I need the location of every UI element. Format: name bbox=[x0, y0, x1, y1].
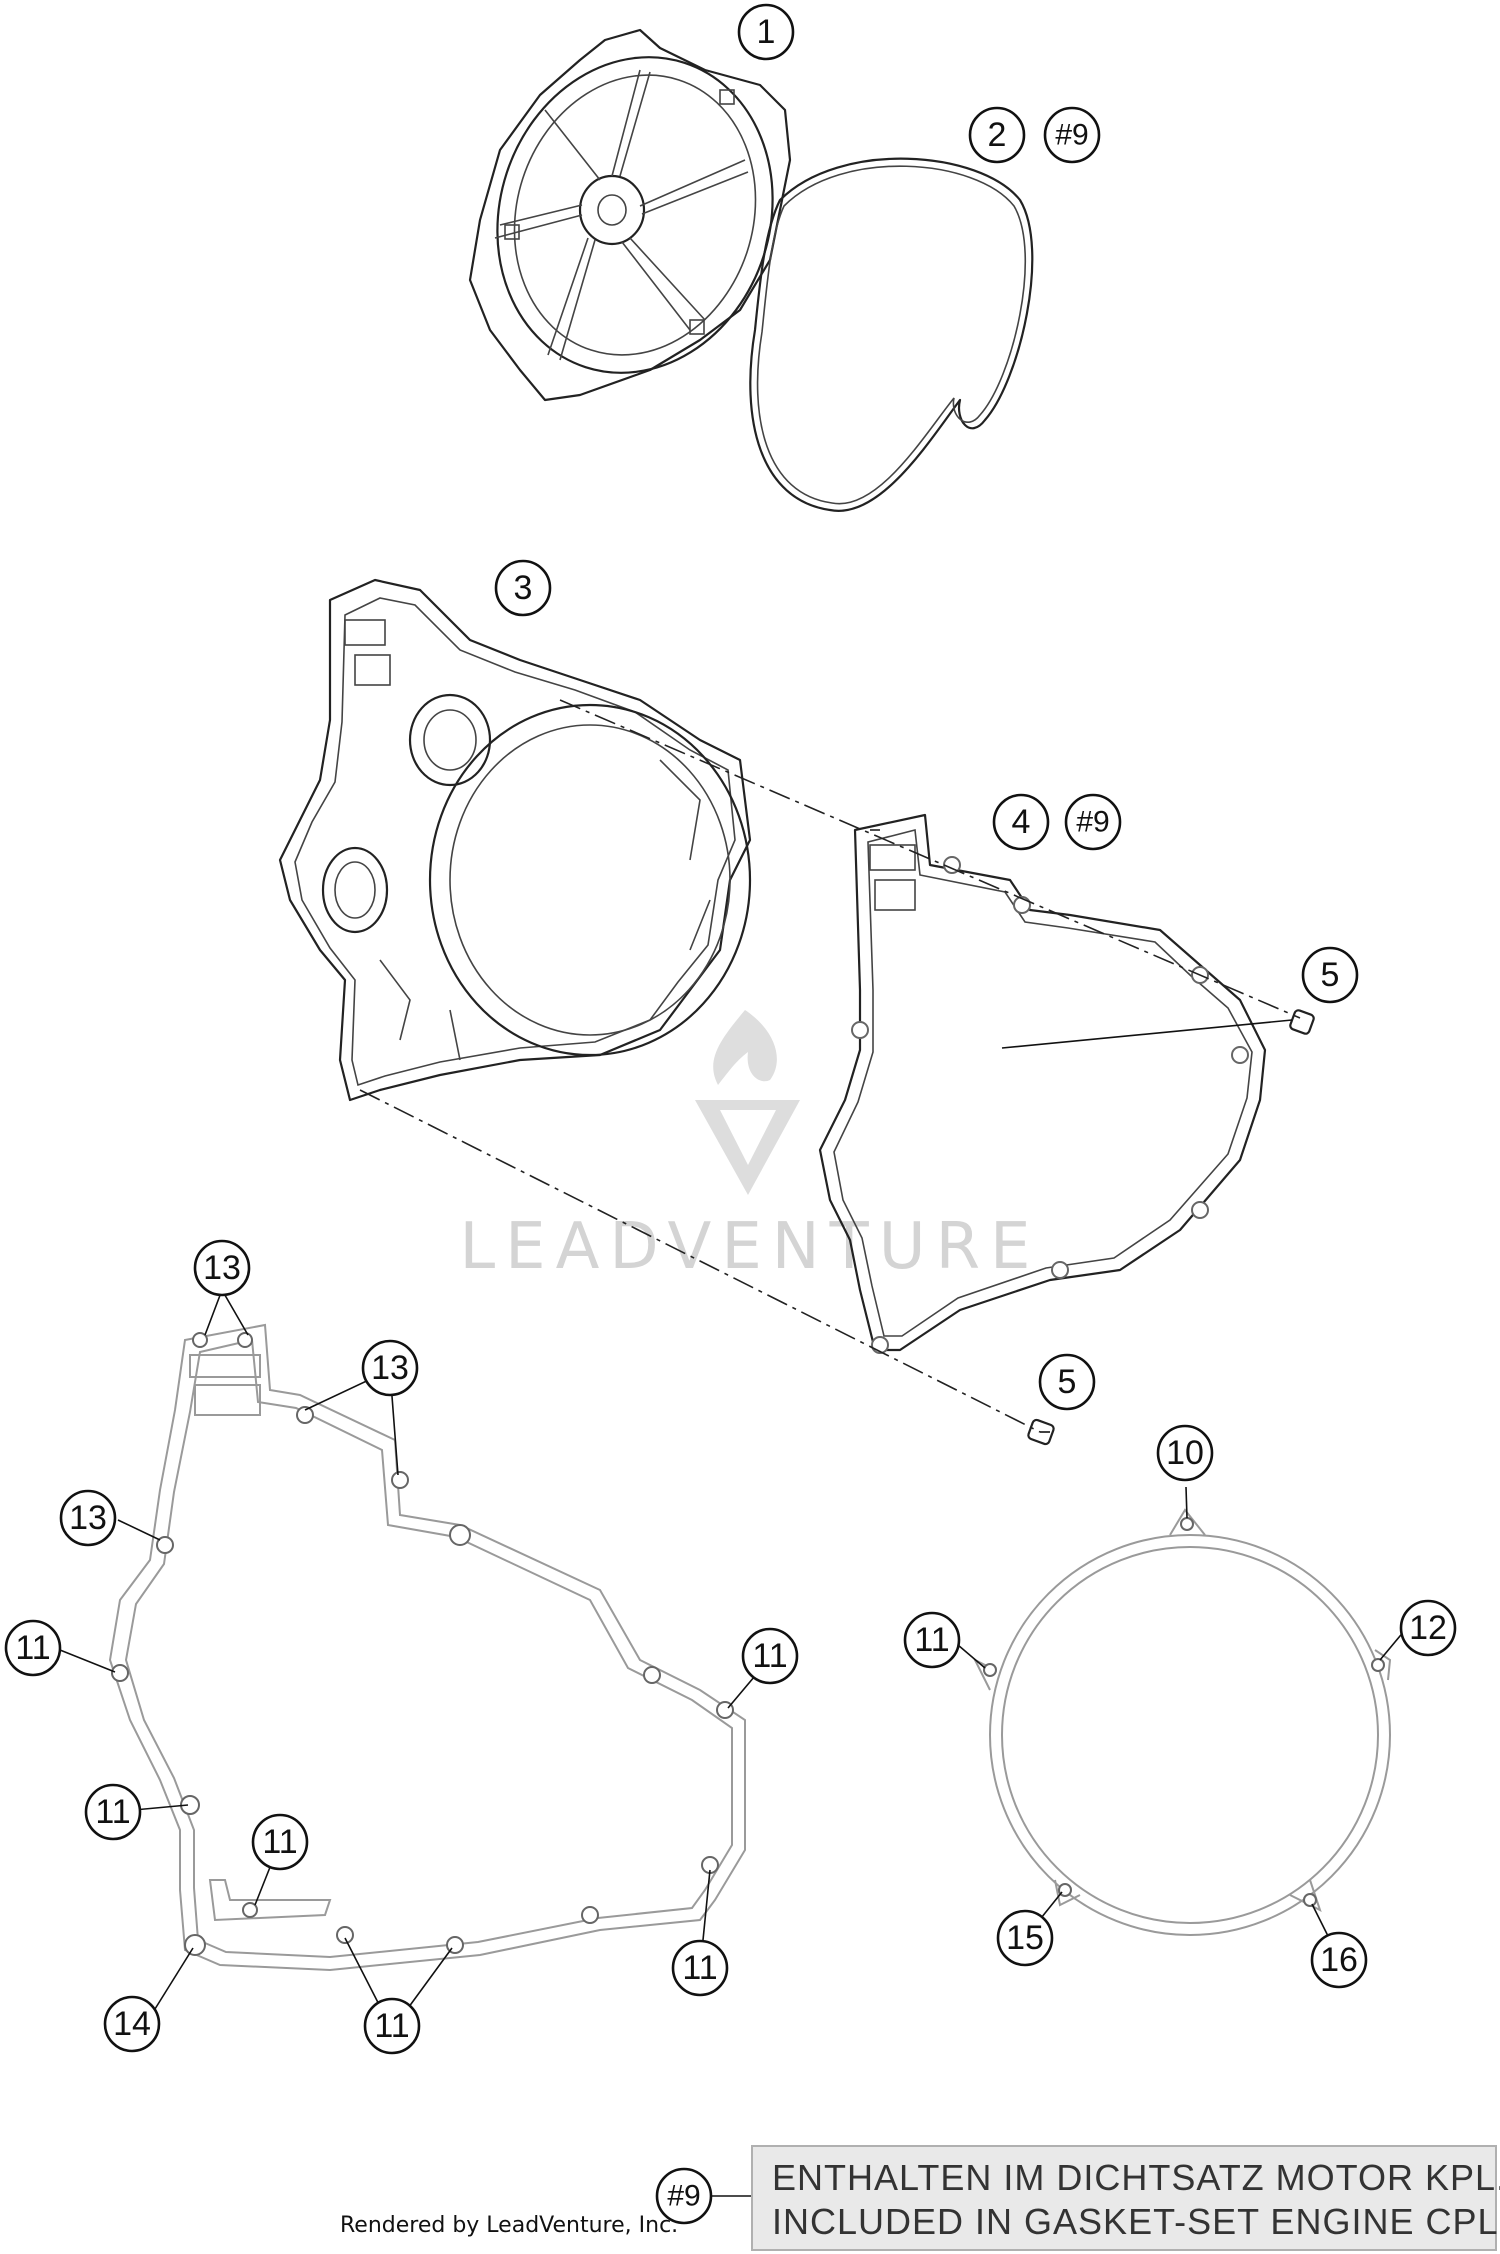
callout-11-b: 11 bbox=[741, 1627, 799, 1685]
callout-11-e: 11 bbox=[671, 1939, 729, 1997]
callout-13-c: 13 bbox=[59, 1489, 117, 1547]
callout-5-b: 5 bbox=[1038, 1353, 1096, 1411]
svg-text:#9: #9 bbox=[1055, 119, 1088, 152]
svg-text:13: 13 bbox=[203, 1249, 241, 1287]
rendered-by-credit: Rendered by LeadVenture, Inc. bbox=[340, 2213, 678, 2238]
callout-kit-9-a: #9 bbox=[1043, 106, 1101, 164]
part-housing-cover bbox=[278, 578, 752, 1102]
callout-kit-9-note: #9 bbox=[655, 2167, 713, 2225]
callout-10: 10 bbox=[1156, 1424, 1214, 1482]
watermark-flame-icon bbox=[713, 1010, 777, 1085]
svg-text:13: 13 bbox=[371, 1349, 409, 1387]
svg-text:11: 11 bbox=[374, 2007, 409, 2045]
gasket-detail-right bbox=[972, 1508, 1392, 1936]
watermark-v-icon bbox=[695, 1100, 800, 1195]
note-line-english: INCLUDED IN GASKET-SET ENGINE CPL. bbox=[772, 2201, 1500, 2242]
svg-text:10: 10 bbox=[1166, 1434, 1204, 1472]
callout-1: 1 bbox=[737, 3, 795, 61]
part-o-ring bbox=[749, 157, 1034, 512]
callout-12: 12 bbox=[1399, 1599, 1457, 1657]
callout-14: 14 bbox=[103, 1995, 161, 2053]
svg-text:16: 16 bbox=[1320, 1941, 1358, 1979]
svg-text:15: 15 bbox=[1006, 1919, 1044, 1957]
svg-text:11: 11 bbox=[95, 1793, 130, 1831]
part-clutch-cover bbox=[468, 28, 792, 402]
svg-text:3: 3 bbox=[514, 569, 533, 607]
alignment-lines bbox=[359, 699, 1301, 1433]
callout-2: 2 bbox=[968, 106, 1026, 164]
svg-text:5: 5 bbox=[1321, 956, 1340, 994]
callout-16: 16 bbox=[1310, 1931, 1368, 1989]
svg-text:1: 1 bbox=[757, 13, 776, 51]
svg-text:11: 11 bbox=[15, 1629, 50, 1667]
note-line-german: ENTHALTEN IM DICHTSATZ MOTOR KPL. bbox=[772, 2157, 1500, 2198]
callout-11-g: 11 bbox=[903, 1611, 961, 1669]
callout-11-a: 11 bbox=[4, 1619, 62, 1677]
callout-5-a: 5 bbox=[1301, 946, 1359, 1004]
svg-text:#9: #9 bbox=[1076, 806, 1109, 839]
part-dowel-pins bbox=[1027, 1009, 1315, 1446]
svg-text:11: 11 bbox=[752, 1637, 787, 1675]
callout-kit-9-b: #9 bbox=[1064, 793, 1122, 851]
callout-13-a: 13 bbox=[193, 1239, 251, 1297]
svg-text:12: 12 bbox=[1409, 1609, 1447, 1647]
svg-text:11: 11 bbox=[914, 1621, 949, 1659]
svg-text:4: 4 bbox=[1012, 803, 1031, 841]
gasket-detail-left bbox=[108, 1323, 746, 1972]
gasket-set-note: ENTHALTEN IM DICHTSATZ MOTOR KPL. INCLUD… bbox=[751, 2145, 1500, 2251]
callout-11-d: 11 bbox=[251, 1813, 309, 1871]
callout-13-b: 13 bbox=[361, 1339, 419, 1397]
svg-text:11: 11 bbox=[262, 1823, 297, 1861]
callout-11-f: 11 bbox=[363, 1997, 421, 2055]
svg-text:5: 5 bbox=[1058, 1363, 1077, 1401]
svg-text:13: 13 bbox=[69, 1499, 107, 1537]
svg-text:14: 14 bbox=[113, 2005, 151, 2043]
leader-lines bbox=[59, 1019, 1406, 2197]
callout-4: 4 bbox=[992, 793, 1050, 851]
callout-11-c: 11 bbox=[84, 1783, 142, 1841]
callout-15: 15 bbox=[996, 1909, 1054, 1967]
leadventure-watermark: LEADVENTURE bbox=[460, 1010, 1041, 1284]
svg-text:11: 11 bbox=[682, 1949, 717, 1987]
watermark-text: LEADVENTURE bbox=[460, 1210, 1041, 1284]
svg-text:2: 2 bbox=[988, 116, 1007, 154]
svg-text:#9: #9 bbox=[667, 2180, 700, 2213]
callout-3: 3 bbox=[494, 559, 552, 617]
